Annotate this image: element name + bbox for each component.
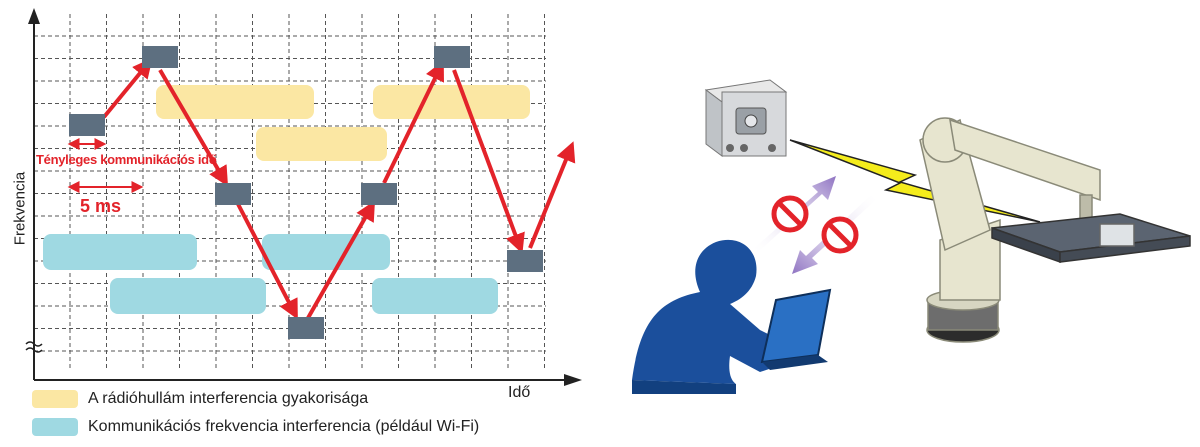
hop-path xyxy=(102,57,576,320)
timing-markers xyxy=(67,138,144,193)
robot-arm-icon xyxy=(919,117,1191,343)
hop-arrow xyxy=(306,200,375,319)
legend-item-wifi: Kommunikációs frekvencia interferencia (… xyxy=(32,418,479,436)
legend-swatch-wifi xyxy=(32,418,78,436)
wifi-interference-bands xyxy=(43,234,498,314)
hop-arrow xyxy=(236,203,298,320)
interference-band xyxy=(256,127,387,161)
interference-band xyxy=(43,234,197,270)
hop-arrow xyxy=(452,69,525,254)
radio-interference-bands xyxy=(156,85,530,161)
wireless-unit-icon xyxy=(704,79,788,157)
interference-band xyxy=(372,278,498,314)
channel-block xyxy=(215,183,251,205)
x-axis-label: Idő xyxy=(508,384,531,401)
legend-item-radio: A rádióhullám interferencia gyakorisága xyxy=(32,390,368,408)
hop-arrow xyxy=(102,57,153,119)
channel-block xyxy=(288,317,324,339)
axis-break-icon xyxy=(25,341,43,353)
actual-comm-time-label: Tényleges kommunikációs idő xyxy=(36,152,217,167)
laptop-user-icon xyxy=(632,239,832,394)
interference-band xyxy=(262,234,390,270)
interference-band xyxy=(156,85,314,119)
hop-arrow xyxy=(382,60,444,184)
prohibited-icon xyxy=(821,216,859,254)
y-axis-label: Frekvencia xyxy=(11,171,29,246)
interference-band xyxy=(110,278,266,314)
interval-label: 5 ms xyxy=(80,196,122,216)
x-axis-arrow xyxy=(564,374,582,386)
channel-block xyxy=(69,114,105,136)
channel-block xyxy=(361,183,397,205)
hop-arrow xyxy=(528,141,576,249)
legend-swatch-radio xyxy=(32,390,78,408)
legend-label-wifi: Kommunikációs frekvencia interferencia (… xyxy=(88,418,480,435)
interference-band xyxy=(373,85,530,119)
channel-block xyxy=(434,46,470,68)
y-axis-arrow xyxy=(28,8,40,24)
channel-blocks xyxy=(69,46,543,339)
channel-block xyxy=(507,250,543,272)
access-arrows xyxy=(752,176,878,274)
prohibited-icon xyxy=(771,195,809,233)
hop-arrow xyxy=(158,68,229,187)
axes xyxy=(28,8,582,386)
channel-block xyxy=(142,46,178,68)
legend-label-radio: A rádióhullám interferencia gyakorisága xyxy=(88,390,369,407)
